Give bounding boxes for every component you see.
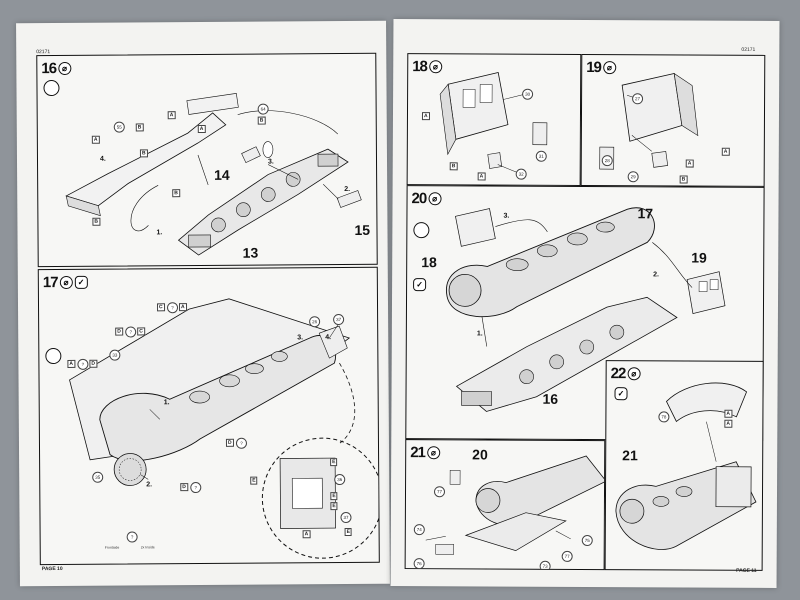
part-number: 16 (542, 390, 559, 407)
small-part-number: 31 (535, 150, 547, 162)
step-22-panel: 22 ⌀ ✓ 21 78 A A (604, 360, 764, 571)
small-part-number: 73 (539, 560, 551, 571)
step-20-panel: 20 ⌀ ✓ (405, 185, 765, 441)
small-part-number: 37 (333, 314, 345, 326)
small-part-number: 32 (515, 168, 527, 180)
step-21-drawing (425, 455, 606, 555)
small-part-number: 28 (601, 155, 613, 167)
step-20-drawing (446, 207, 726, 412)
glue-tag: A (685, 159, 694, 168)
small-part-number: 37 (340, 511, 352, 524)
step-arrow-label: 1. (163, 399, 170, 407)
glue-tag: B (92, 217, 101, 226)
part-number: 14 (214, 166, 230, 183)
glue-tag: D (225, 438, 234, 447)
note-frontside: Frontside (104, 545, 120, 550)
glue-tag: A (302, 530, 311, 539)
step-arrow-label: 2. (344, 185, 351, 194)
glue-tag: A (477, 172, 486, 181)
step-arrow-label: 4. (99, 155, 106, 163)
step-arrow-label: 2. (653, 271, 660, 279)
glue-tag: C (137, 327, 145, 336)
small-part-number: 77 (561, 550, 573, 562)
glue-tag: B (172, 189, 180, 198)
right-page: 02171 18 ⌀ 30 31 32 A B A 19 ⌀ (390, 18, 780, 589)
step-arrow-label: 4. (325, 334, 332, 342)
part-number: 21 (622, 447, 638, 464)
glue-tag: D (115, 327, 123, 336)
glue-tag: D (89, 359, 98, 368)
small-part-number: 29 (627, 171, 639, 183)
step-17-panel: 17 ⌀ ✓ (37, 266, 380, 566)
glue-tag: B (135, 123, 144, 132)
part-number: 18 (421, 254, 437, 271)
note-inside: 2x Inside (140, 545, 155, 550)
page-number: PAGE 10 (41, 565, 63, 573)
part-number: 13 (242, 244, 259, 261)
page-number: PAGE 11 (736, 567, 757, 574)
small-part-number: 36 (334, 474, 346, 486)
step-arrow-label: 1. (476, 330, 483, 338)
step-arrow-label: 3. (297, 334, 304, 342)
small-part-number: 76 (413, 558, 425, 570)
step-22-drawing (615, 382, 757, 550)
callout-marker: ? (126, 531, 138, 543)
step-19-drawing (599, 72, 699, 170)
small-part-number: 33 (109, 349, 121, 361)
glue-tag: E (330, 458, 338, 467)
part-number: 15 (354, 221, 371, 238)
step-arrow-label: 2. (146, 481, 153, 489)
small-part-number: 64 (257, 103, 269, 115)
callout-marker: ? (77, 358, 89, 370)
step-19-panel: 19 ⌀ 27 28 29 A A B (580, 53, 766, 187)
glue-tag: A (197, 124, 206, 134)
glue-tag: B (139, 149, 148, 158)
glue-tag: A (91, 135, 100, 144)
small-part-number: 75 (581, 534, 593, 547)
step-arrow-label: 3. (503, 212, 510, 220)
glue-tag: A (724, 419, 733, 428)
small-part-number: 30 (522, 88, 534, 100)
glue-tag: B (449, 162, 458, 171)
glue-tag: A (178, 303, 187, 312)
glue-tag: E (330, 502, 338, 511)
callout-marker: ? (125, 326, 137, 338)
glue-tag: E (344, 527, 352, 537)
glue-tag: B (679, 175, 688, 184)
small-part-number: 74 (413, 524, 425, 536)
glue-tag: B (257, 116, 266, 125)
small-part-number: 35 (92, 471, 104, 483)
small-part-number: 55 (113, 121, 125, 133)
step-18-panel: 18 ⌀ 30 31 32 A B A (406, 53, 582, 186)
glue-tag: A (724, 409, 733, 418)
step-arrow-label: 3. (267, 158, 274, 166)
part-number: 19 (691, 249, 707, 266)
glue-tag: A (421, 112, 430, 121)
page-code: 02171 (741, 46, 756, 53)
glue-tag: D (180, 483, 188, 492)
small-part-number: 26 (309, 316, 321, 328)
step-16-drawing (65, 93, 362, 256)
glue-tag: E (250, 476, 258, 485)
step-18-drawing (439, 72, 548, 173)
glue-tag: A (67, 359, 76, 368)
callout-marker: ? (166, 302, 179, 314)
part-number: 20 (472, 446, 488, 463)
part-number: 17 (637, 205, 654, 222)
small-part-number: 77 (433, 486, 446, 498)
callout-marker: ? (190, 482, 202, 494)
step-arrow-label: 1. (156, 229, 163, 237)
glue-tag: C (156, 303, 165, 312)
step-16-panel: 16 ⌀ 14 (36, 52, 378, 268)
glue-tag: A (721, 147, 730, 156)
step-21-panel: 21 ⌀ 20 77 74 76 75 77 73 (404, 439, 606, 571)
step-17-drawing (69, 298, 380, 559)
callout-marker: ? (235, 437, 248, 449)
glue-tag: A (167, 111, 176, 120)
small-part-number: 27 (632, 93, 644, 105)
small-part-number: 78 (658, 411, 670, 423)
left-page: 02171 16 ⌀ (16, 20, 390, 587)
glue-tag: E (330, 492, 338, 501)
